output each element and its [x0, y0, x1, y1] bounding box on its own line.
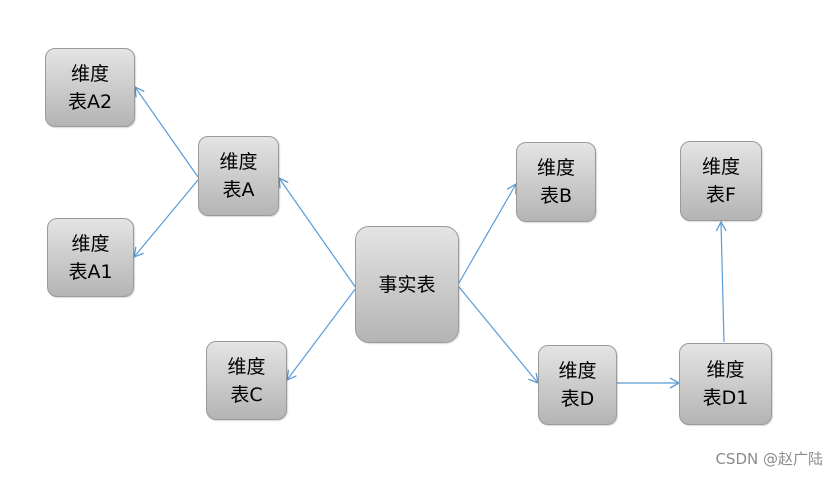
edge-fact-to-dim-c	[286, 287, 357, 382]
edge-fact-to-dim-b	[458, 182, 517, 284]
node-dim-f: 维度 表F	[680, 141, 762, 221]
edge-dim-a-to-dim-a1	[133, 179, 199, 259]
node-dim-d1: 维度 表D1	[679, 343, 772, 425]
edge-dim-d1-to-dim-f	[715, 220, 727, 343]
watermark: CSDN @赵广陆	[715, 450, 823, 468]
node-dim-a2: 维度 表A2	[45, 48, 135, 127]
node-dim-c: 维度 表C	[206, 341, 287, 420]
edge-dim-a-to-dim-a2	[134, 85, 199, 178]
node-dim-a: 维度 表A	[198, 136, 279, 216]
edge-fact-to-dim-a	[278, 176, 357, 289]
node-fact-table: 事实表	[355, 226, 459, 343]
node-dim-b: 维度 表B	[516, 142, 596, 222]
node-dim-d: 维度 表D	[538, 345, 617, 425]
edge-fact-to-dim-d	[458, 286, 539, 385]
node-dim-a1: 维度 表A1	[47, 218, 134, 297]
